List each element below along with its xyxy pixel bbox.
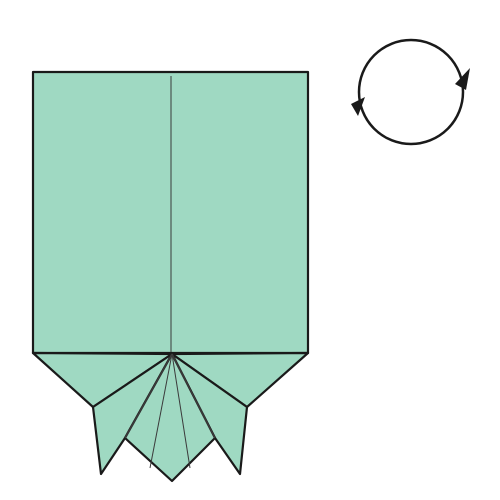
rotate-arrowhead-top-right: [455, 68, 470, 90]
rotate-circle: [357, 38, 465, 146]
bottom-crease-mid-right: [171, 353, 216, 439]
bottom-crease-left: [149, 353, 173, 469]
rotate-icon: [351, 38, 470, 146]
bottom-crease-right: [171, 353, 191, 469]
rotate-arrowhead-bottom-left: [351, 97, 365, 116]
bottom-crease-mid-left: [124, 353, 173, 439]
